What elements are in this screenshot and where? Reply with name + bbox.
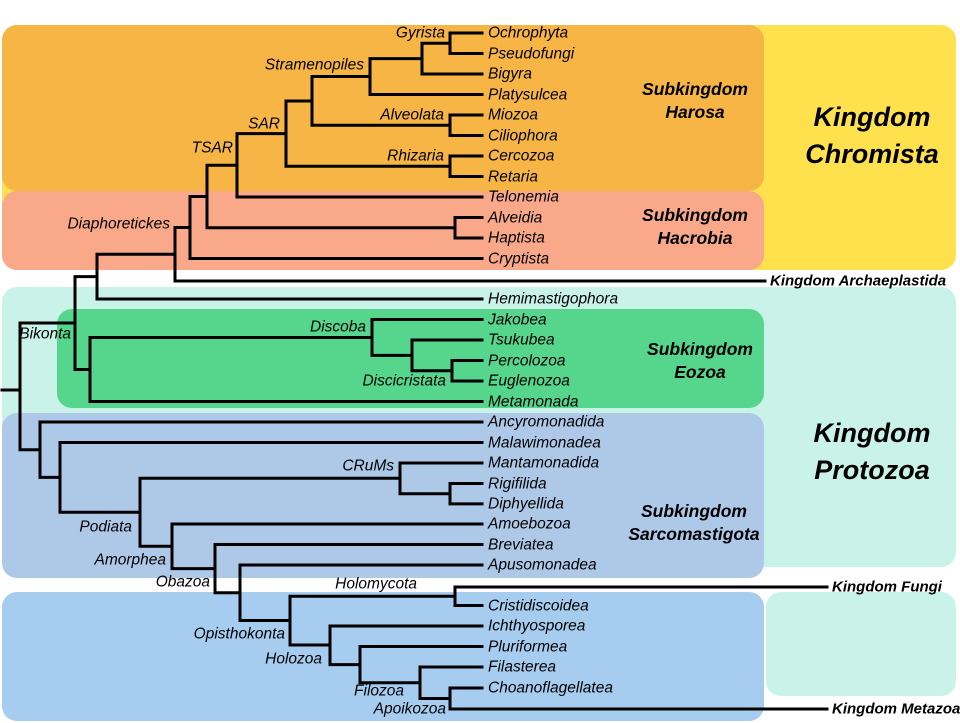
taxon-label-telonemia: Telonemia (488, 188, 559, 206)
subkingdom-harosa-block (2, 25, 764, 191)
taxon-label-amoebozoa: Amoebozoa (488, 515, 571, 533)
taxon-label-tsukubea: Tsukubea (488, 331, 555, 349)
kingdom-label-protozoa: Kingdom Protozoa (814, 415, 931, 490)
taxon-label-percolozoa: Percolozoa (488, 352, 566, 370)
clade-label-holozoa: Holozoa (265, 650, 322, 668)
taxon-label-metamonada: Metamonada (488, 393, 579, 411)
subkingdom-sarcomastigota-name: Sarcomastigota (628, 524, 760, 544)
clade-label-alveolata: Alveolata (380, 106, 444, 124)
clade-label-discicristata: Discicristata (362, 372, 446, 390)
protozoa-bottom-right-block (766, 592, 956, 696)
clade-label-sar: SAR (248, 115, 280, 133)
kingdom-label-archaeplastida: Kingdom Archaeplastida (770, 272, 947, 290)
kingdom-chromista-name: Chromista (805, 139, 939, 169)
taxon-label-hemimastigophora: Hemimastigophora (488, 290, 619, 308)
clade-label-bikonta: Bikonta (19, 325, 71, 343)
opisthokont-bottom-block (2, 592, 764, 721)
taxon-label-jakobea: Jakobea (488, 311, 547, 329)
clade-label-stramenopiles: Stramenopiles (264, 56, 364, 74)
taxon-label-ancyromonadida: Ancyromonadida (488, 413, 605, 431)
taxon-label-platysulcea: Platysulcea (488, 86, 568, 104)
clade-label-opisthokonta: Opisthokonta (193, 625, 285, 643)
clade-label-rhizaria: Rhizaria (387, 147, 444, 165)
taxon-label-filasterea: Filasterea (488, 658, 557, 676)
clade-label-amorphea: Amorphea (94, 551, 166, 569)
subkingdom-eozoa-name: Eozoa (674, 362, 726, 382)
taxon-label-breviatea: Breviatea (488, 536, 554, 554)
taxon-label-rigifilida: Rigifilida (488, 475, 547, 493)
taxon-label-pseudofungi: Pseudofungi (488, 45, 575, 63)
kingdom-label-metazoa: Kingdom Metazoa (832, 700, 960, 718)
subkingdom-sarcomastigota-block (2, 413, 764, 578)
clade-label-filozoa: Filozoa (354, 682, 404, 700)
taxon-label-choanoflagellatea: Choanoflagellatea (488, 679, 613, 697)
clade-label-tsar: TSAR (191, 139, 233, 157)
taxon-label-haptista: Haptista (488, 229, 545, 247)
clade-label-discoba: Discoba (310, 318, 366, 336)
clade-label-apoikozoa: Apoikozoa (373, 700, 446, 718)
subkingdom-eozoa-prefix: Subkingdom (647, 338, 753, 359)
taxon-label-cryptista: Cryptista (488, 250, 550, 268)
subkingdom-label-sarcomastigota: Subkingdom Sarcomastigota (628, 500, 759, 546)
taxon-label-retaria: Retaria (488, 168, 538, 186)
clade-label-crums: CRuMs (342, 457, 394, 475)
subkingdom-sarcomastigota-prefix: Subkingdom (641, 500, 747, 521)
taxon-label-malawimonadea: Malawimonadea (488, 434, 601, 452)
taxon-label-mantamonadida: Mantamonadida (488, 454, 600, 472)
taxon-label-diphyellida: Diphyellida (488, 495, 564, 513)
taxon-label-bigyra: Bigyra (488, 65, 532, 83)
subkingdom-label-eozoa: Subkingdom Eozoa (647, 338, 753, 384)
taxon-label-euglenozoa: Euglenozoa (488, 372, 570, 390)
taxon-label-ciliophora: Ciliophora (488, 127, 558, 145)
kingdom-label-fungi: Kingdom Fungi (832, 578, 942, 596)
taxon-label-alveidia: Alveidia (488, 209, 543, 227)
subkingdom-hacrobia-prefix: Subkingdom (642, 204, 748, 225)
kingdom-chromista-prefix: Kingdom (813, 101, 931, 132)
subkingdom-label-hacrobia: Subkingdom Hacrobia (642, 204, 748, 250)
taxon-label-cristidiscoidea: Cristidiscoidea (488, 597, 589, 615)
taxon-label-pluriformea: Pluriformea (488, 638, 568, 656)
subkingdom-label-harosa: Subkingdom Harosa (642, 78, 748, 124)
taxon-label-ochrophyta: Ochrophyta (488, 24, 569, 42)
clade-label-diaphoretickes: Diaphoretickes (67, 215, 170, 233)
subkingdom-hacrobia-name: Hacrobia (657, 228, 733, 248)
kingdom-protozoa-name: Protozoa (814, 455, 930, 485)
taxon-label-apusomonadea: Apusomonadea (488, 556, 597, 574)
taxon-label-cercozoa: Cercozoa (488, 147, 555, 165)
subkingdom-harosa-name: Harosa (665, 102, 725, 122)
clade-label-podiata: Podiata (79, 518, 132, 536)
subkingdom-hacrobia-block (2, 191, 764, 270)
taxon-label-ichthyosporea: Ichthyosporea (488, 617, 586, 635)
clade-label-obazoa: Obazoa (155, 573, 210, 591)
clade-label-holomycota: Holomycota (335, 575, 417, 593)
kingdom-label-chromista: Kingdom Chromista (805, 99, 939, 174)
subkingdom-harosa-prefix: Subkingdom (642, 78, 748, 99)
taxon-label-miozoa: Miozoa (488, 106, 538, 124)
kingdom-protozoa-prefix: Kingdom (813, 417, 931, 448)
clade-label-gyrista: Gyrista (395, 24, 445, 42)
